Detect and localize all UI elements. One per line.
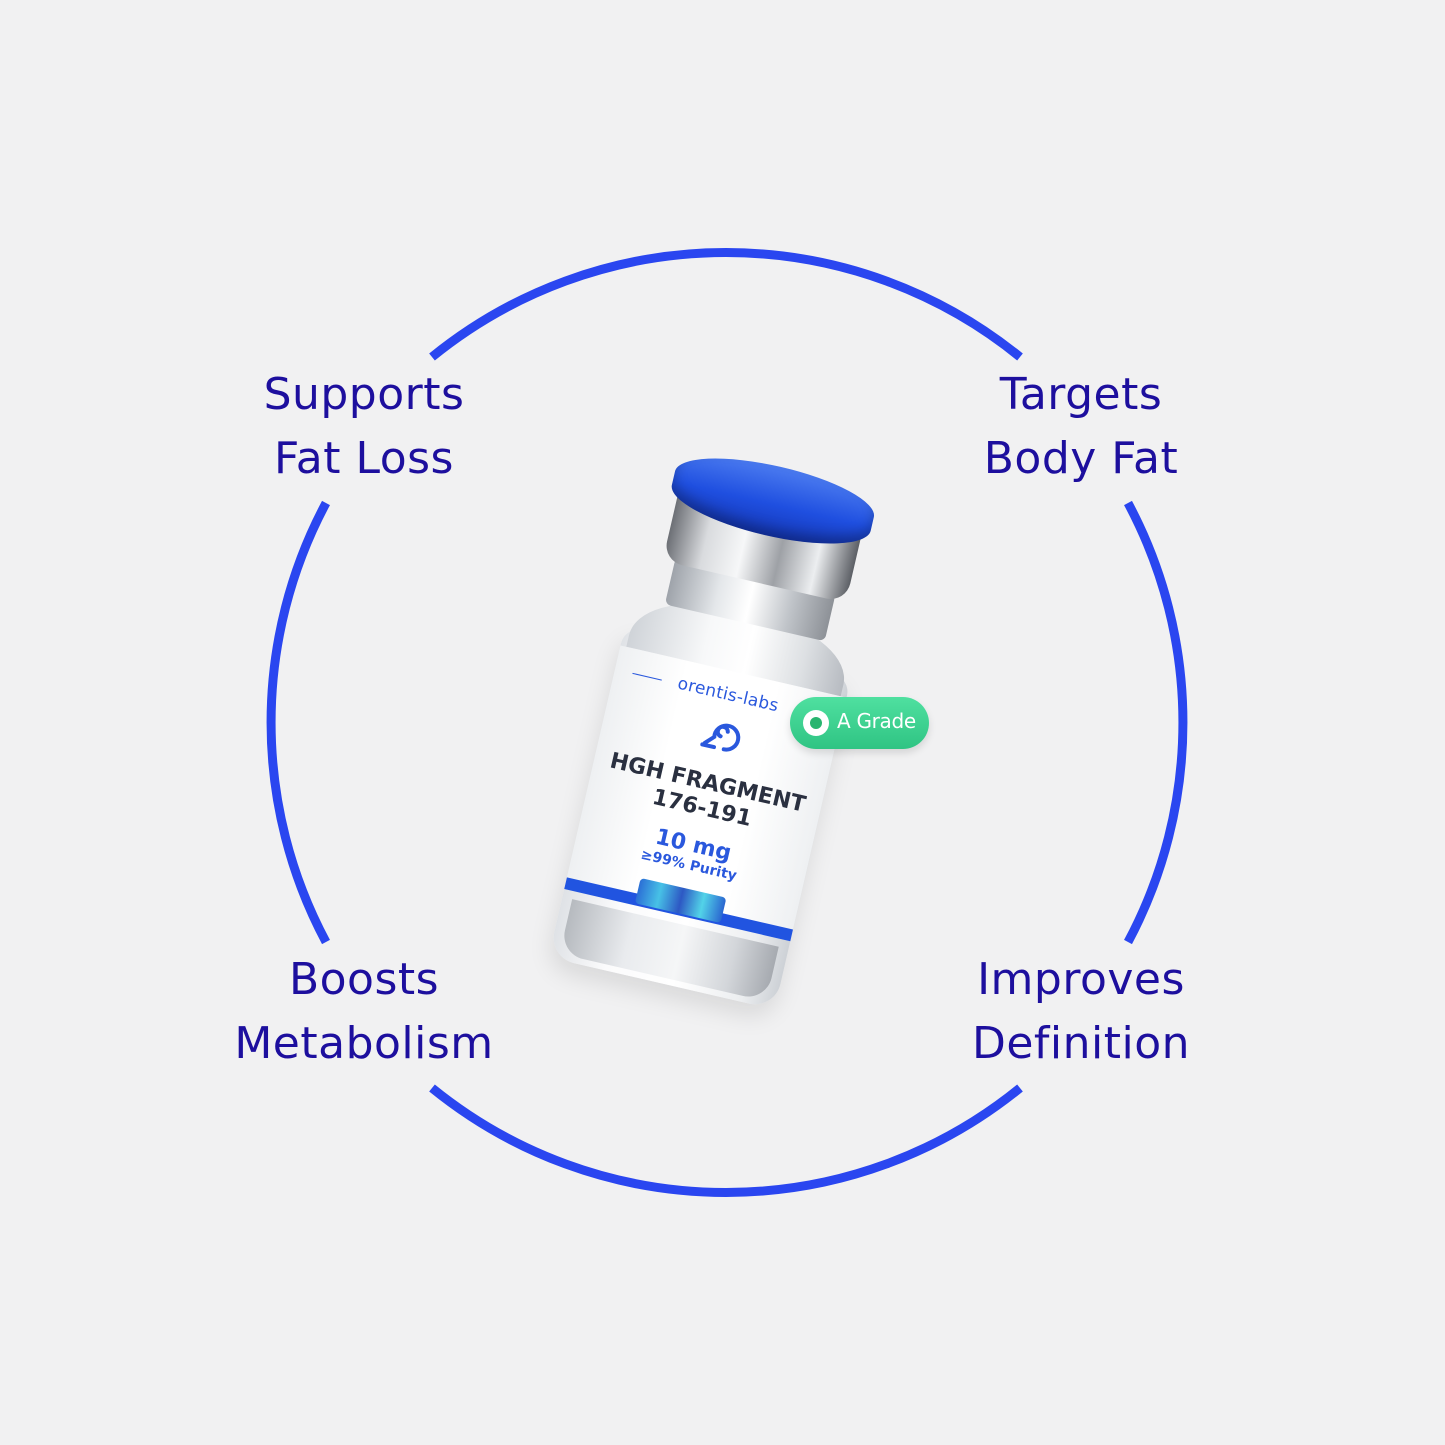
vial-label: orentis-labs HGH FRAGMENT 176-191 10 mg …	[564, 645, 847, 942]
ring-arc-left	[266, 500, 330, 945]
benefit-line: Targets	[999, 369, 1163, 420]
benefit-line: Definition	[971, 1018, 1191, 1069]
brand-logo-icon	[700, 723, 741, 752]
grade-dot-icon	[803, 710, 829, 736]
benefit-boosts-metabolism: Boosts Metabolism	[184, 948, 544, 1076]
product-vial: orentis-labs HGH FRAGMENT 176-191 10 mg …	[540, 443, 900, 1010]
vial-body: orentis-labs HGH FRAGMENT 176-191 10 mg …	[533, 438, 908, 1023]
benefit-targets-body-fat: Targets Body Fat	[901, 363, 1261, 491]
benefit-line: Supports	[263, 369, 465, 420]
benefit-line: Body Fat	[983, 433, 1179, 484]
grade-badge: A Grade	[790, 697, 929, 749]
benefit-line: Metabolism	[234, 1018, 494, 1069]
benefit-line: Boosts	[288, 954, 440, 1005]
ring-arc-top	[429, 248, 1023, 361]
ring-arc-bottom	[429, 1084, 1023, 1197]
benefit-supports-fat-loss: Supports Fat Loss	[184, 363, 544, 491]
benefit-line: Improves	[977, 954, 1185, 1005]
ring-arc-right	[1124, 500, 1188, 945]
benefit-line: Fat Loss	[274, 433, 454, 484]
grade-label: A Grade	[837, 709, 916, 733]
benefit-improves-definition: Improves Definition	[901, 948, 1261, 1076]
